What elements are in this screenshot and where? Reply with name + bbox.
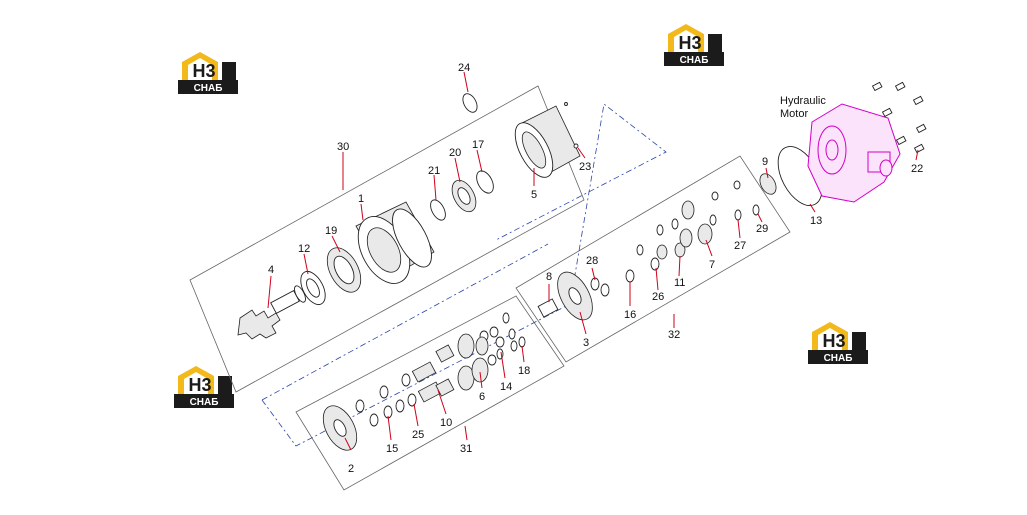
part-bearing-20 — [451, 179, 477, 213]
callout-29: 29 — [756, 223, 768, 235]
callout-20: 20 — [449, 147, 461, 159]
part-ring-gear — [514, 105, 581, 178]
callout-2: 2 — [348, 463, 354, 475]
part-planet-gears-31 — [457, 333, 489, 391]
callout-17: 17 — [472, 139, 484, 151]
callout-30: 30 — [337, 141, 349, 153]
part-washers-32 — [590, 180, 760, 297]
part-shaft — [237, 285, 306, 340]
callout-28: 28 — [586, 255, 598, 267]
group-frame-31 — [295, 295, 565, 491]
part-ring-21 — [430, 199, 446, 221]
part-carrier-3 — [557, 271, 593, 321]
callout-leaders — [267, 71, 919, 451]
callout-1: 1 — [358, 193, 364, 205]
part-hydraulic-motor — [807, 103, 901, 203]
callout-labels: 1 2 3 4 5 6 7 8 9 10 11 12 13 14 15 16 1… — [268, 62, 923, 475]
callout-8: 8 — [546, 271, 552, 283]
callout-31: 31 — [460, 443, 472, 455]
callout-23: 23 — [579, 161, 591, 173]
svg-text:CHAБ: CHAБ — [190, 397, 219, 408]
part-needle-bearings-31 — [411, 344, 455, 403]
part-pin-23 — [573, 143, 579, 149]
callout-15: 15 — [386, 443, 398, 455]
callout-19: 19 — [325, 225, 337, 237]
callout-27: 27 — [734, 240, 746, 252]
part-snap-ring-24 — [462, 93, 478, 113]
svg-text:H3: H3 — [192, 61, 215, 81]
group-frame-32 — [515, 155, 791, 363]
callout-32: 32 — [668, 329, 680, 341]
part-pins-31 — [355, 312, 526, 427]
callout-14: 14 — [500, 381, 512, 393]
callout-4: 4 — [268, 264, 274, 276]
callout-25: 25 — [412, 429, 424, 441]
svg-text:CHAБ: CHAБ — [824, 353, 853, 364]
callout-11: 11 — [674, 277, 685, 289]
callout-22: 22 — [911, 163, 923, 175]
part-ring-17 — [476, 170, 494, 194]
callout-7: 7 — [709, 259, 715, 271]
callout-5: 5 — [531, 189, 537, 201]
alignment-dashed-line-2 — [261, 243, 549, 401]
callout-24: 24 — [458, 62, 470, 74]
brand-logo: H3 CHAБ — [174, 366, 234, 408]
part-pin — [564, 102, 568, 106]
motor-label: Hydraulic Motor — [780, 95, 829, 120]
callout-6: 6 — [479, 391, 485, 403]
svg-text:CHAБ: CHAБ — [680, 55, 709, 66]
callout-12: 12 — [298, 243, 310, 255]
part-housing — [355, 201, 435, 284]
callout-18: 18 — [518, 365, 530, 377]
part-bolts-22 — [871, 81, 927, 154]
brand-logo: H3 CHAБ — [178, 52, 238, 94]
callout-9: 9 — [762, 156, 768, 168]
part-planet-gears-32 — [656, 200, 713, 260]
svg-text:H3: H3 — [822, 331, 845, 351]
callout-16: 16 — [624, 309, 636, 321]
alignment-dashed-line — [261, 103, 667, 447]
brand-logo: H3 CHAБ — [664, 24, 724, 66]
callout-26: 26 — [652, 291, 664, 303]
callout-13: 13 — [810, 215, 822, 227]
callout-3: 3 — [583, 337, 589, 349]
group-frame-30 — [189, 85, 585, 393]
part-bearing-9 — [759, 173, 777, 195]
svg-text:H3: H3 — [188, 375, 211, 395]
brand-logo: H3 CHAБ — [808, 322, 868, 364]
svg-text:H3: H3 — [678, 33, 701, 53]
callout-21: 21 — [428, 165, 440, 177]
part-sun-gear-8 — [537, 298, 559, 318]
part-carrier-2 — [322, 405, 358, 451]
part-roller-bearing — [326, 247, 362, 293]
svg-text:CHAБ: CHAБ — [194, 83, 223, 94]
callout-10: 10 — [440, 417, 452, 429]
